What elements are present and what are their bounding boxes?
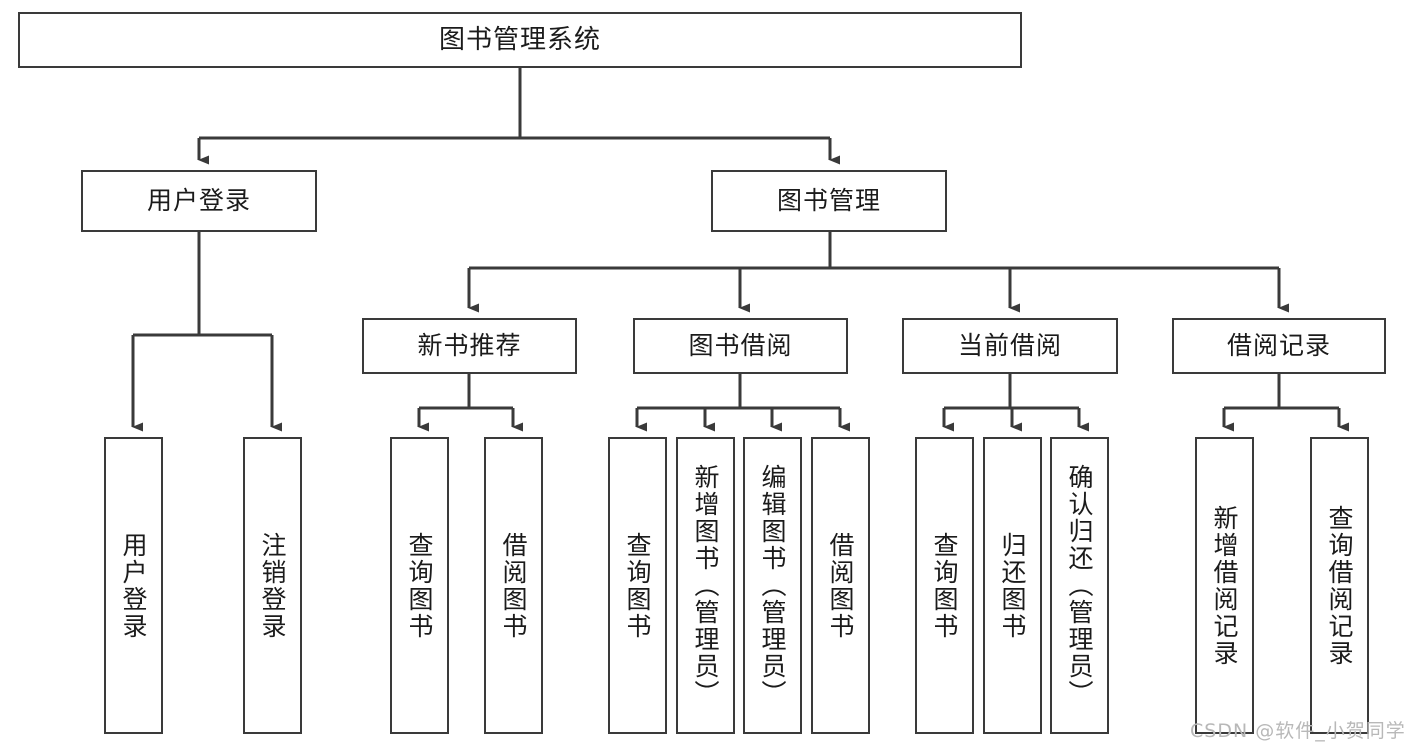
node-leaf-add-record[interactable]: 新增借阅记录 xyxy=(1195,437,1254,734)
node-leaf-return-book[interactable]: 归还图书 xyxy=(983,437,1042,734)
leaf-label: 编辑图书（管理员） xyxy=(758,464,787,707)
node-new-book-recommend[interactable]: 新书推荐 xyxy=(362,318,577,374)
node-leaf-user-login[interactable]: 用户登录 xyxy=(104,437,163,734)
node-leaf-logout[interactable]: 注销登录 xyxy=(243,437,302,734)
node-leaf-borrow-book-2[interactable]: 借阅图书 xyxy=(811,437,870,734)
node-leaf-edit-book[interactable]: 编辑图书（管理员） xyxy=(743,437,802,734)
leaf-label: 查询借阅记录 xyxy=(1325,504,1354,667)
node-leaf-query-book-3[interactable]: 查询图书 xyxy=(915,437,974,734)
node-user-login[interactable]: 用户登录 xyxy=(81,170,317,232)
node-book-borrow[interactable]: 图书借阅 xyxy=(633,318,848,374)
node-book-manage[interactable]: 图书管理 xyxy=(711,170,947,232)
leaf-label: 归还图书 xyxy=(998,531,1027,640)
leaf-label: 用户登录 xyxy=(119,531,148,640)
leaf-label: 查询图书 xyxy=(405,531,434,640)
node-leaf-query-book-1[interactable]: 查询图书 xyxy=(390,437,449,734)
node-leaf-add-book[interactable]: 新增图书（管理员） xyxy=(676,437,735,734)
leaf-label: 借阅图书 xyxy=(826,531,855,640)
node-leaf-borrow-book-1[interactable]: 借阅图书 xyxy=(484,437,543,734)
node-leaf-query-book-2[interactable]: 查询图书 xyxy=(608,437,667,734)
leaf-label: 查询图书 xyxy=(930,531,959,640)
csdn-watermark: CSDN @软件_小贺同学 xyxy=(1190,720,1405,742)
leaf-label: 注销登录 xyxy=(258,531,287,640)
node-leaf-query-record[interactable]: 查询借阅记录 xyxy=(1310,437,1369,734)
node-root[interactable]: 图书管理系统 xyxy=(18,12,1022,68)
leaf-label: 确认归还（管理员） xyxy=(1065,464,1094,707)
node-current-borrow[interactable]: 当前借阅 xyxy=(902,318,1118,374)
leaf-label: 借阅图书 xyxy=(499,531,528,640)
node-borrow-records[interactable]: 借阅记录 xyxy=(1172,318,1386,374)
node-leaf-confirm-return[interactable]: 确认归还（管理员） xyxy=(1050,437,1109,734)
leaf-label: 查询图书 xyxy=(623,531,652,640)
leaf-label: 新增借阅记录 xyxy=(1210,504,1239,667)
leaf-label: 新增图书（管理员） xyxy=(691,464,720,707)
